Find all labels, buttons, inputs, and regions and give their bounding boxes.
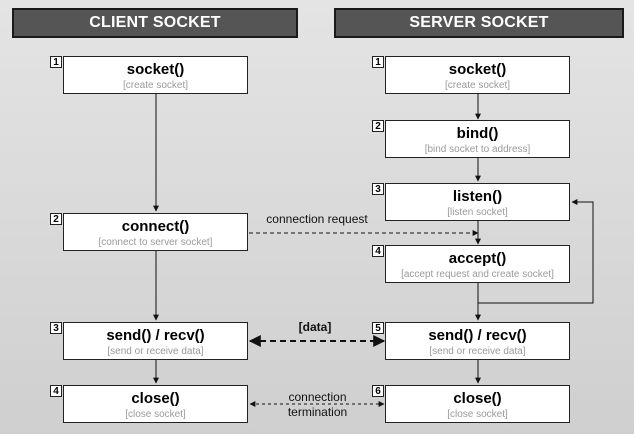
arrow-loop-back-to-listen	[478, 199, 594, 304]
node-function: send() / recv()	[106, 327, 205, 344]
node-description: [bind socket to address]	[424, 144, 531, 155]
data-label: [data]	[298, 320, 332, 334]
client-step-3-number: 3	[50, 322, 62, 334]
client-socket-header: CLIENT SOCKET	[12, 8, 298, 38]
server-step-2-number: 2	[372, 120, 384, 132]
server-step-5-number: 5	[372, 322, 384, 334]
server-step-3-number: 3	[372, 183, 384, 195]
node-function: send() / recv()	[428, 327, 527, 344]
node-function: listen()	[452, 188, 503, 205]
server-accept-node: accept() [accept request and create sock…	[385, 245, 570, 283]
node-description: [accept request and create socket]	[401, 269, 554, 280]
node-function: connect()	[121, 218, 190, 235]
server-close-node: close() [close socket]	[385, 385, 570, 423]
node-function: accept()	[448, 250, 507, 267]
node-function: close()	[453, 390, 502, 407]
server-step-1-number: 1	[372, 56, 384, 68]
node-description: [connect to server socket]	[98, 237, 213, 248]
server-socket-header: SERVER SOCKET	[334, 8, 624, 38]
client-step-4-number: 4	[50, 385, 62, 397]
node-description: [create socket]	[444, 80, 511, 91]
node-function: socket()	[448, 61, 507, 78]
connection-request-label: connection request	[266, 212, 368, 226]
node-description: [create socket]	[122, 80, 189, 91]
server-socket-node: socket() [create socket]	[385, 56, 570, 94]
node-description: [send or receive data]	[107, 346, 204, 357]
node-function: bind()	[456, 125, 499, 142]
client-step-2-number: 2	[50, 213, 62, 225]
server-send-recv-node: send() / recv() [send or receive data]	[385, 322, 570, 360]
node-function: socket()	[126, 61, 185, 78]
client-close-node: close() [close socket]	[63, 385, 248, 423]
node-description: [close socket]	[125, 409, 186, 420]
node-description: [listen socket]	[447, 207, 508, 218]
server-listen-node: listen() [listen socket]	[385, 183, 570, 221]
node-function: close()	[131, 390, 180, 407]
server-step-6-number: 6	[372, 385, 384, 397]
node-description: [close socket]	[447, 409, 508, 420]
server-bind-node: bind() [bind socket to address]	[385, 120, 570, 158]
connection-termination-label-line1: connection	[288, 390, 347, 404]
client-socket-node: socket() [create socket]	[63, 56, 248, 94]
server-step-4-number: 4	[372, 245, 384, 257]
node-description: [send or receive data]	[429, 346, 526, 357]
client-connect-node: connect() [connect to server socket]	[63, 213, 248, 251]
client-step-1-number: 1	[50, 56, 62, 68]
connection-termination-label-line2: termination	[287, 405, 348, 419]
client-send-recv-node: send() / recv() [send or receive data]	[63, 322, 248, 360]
